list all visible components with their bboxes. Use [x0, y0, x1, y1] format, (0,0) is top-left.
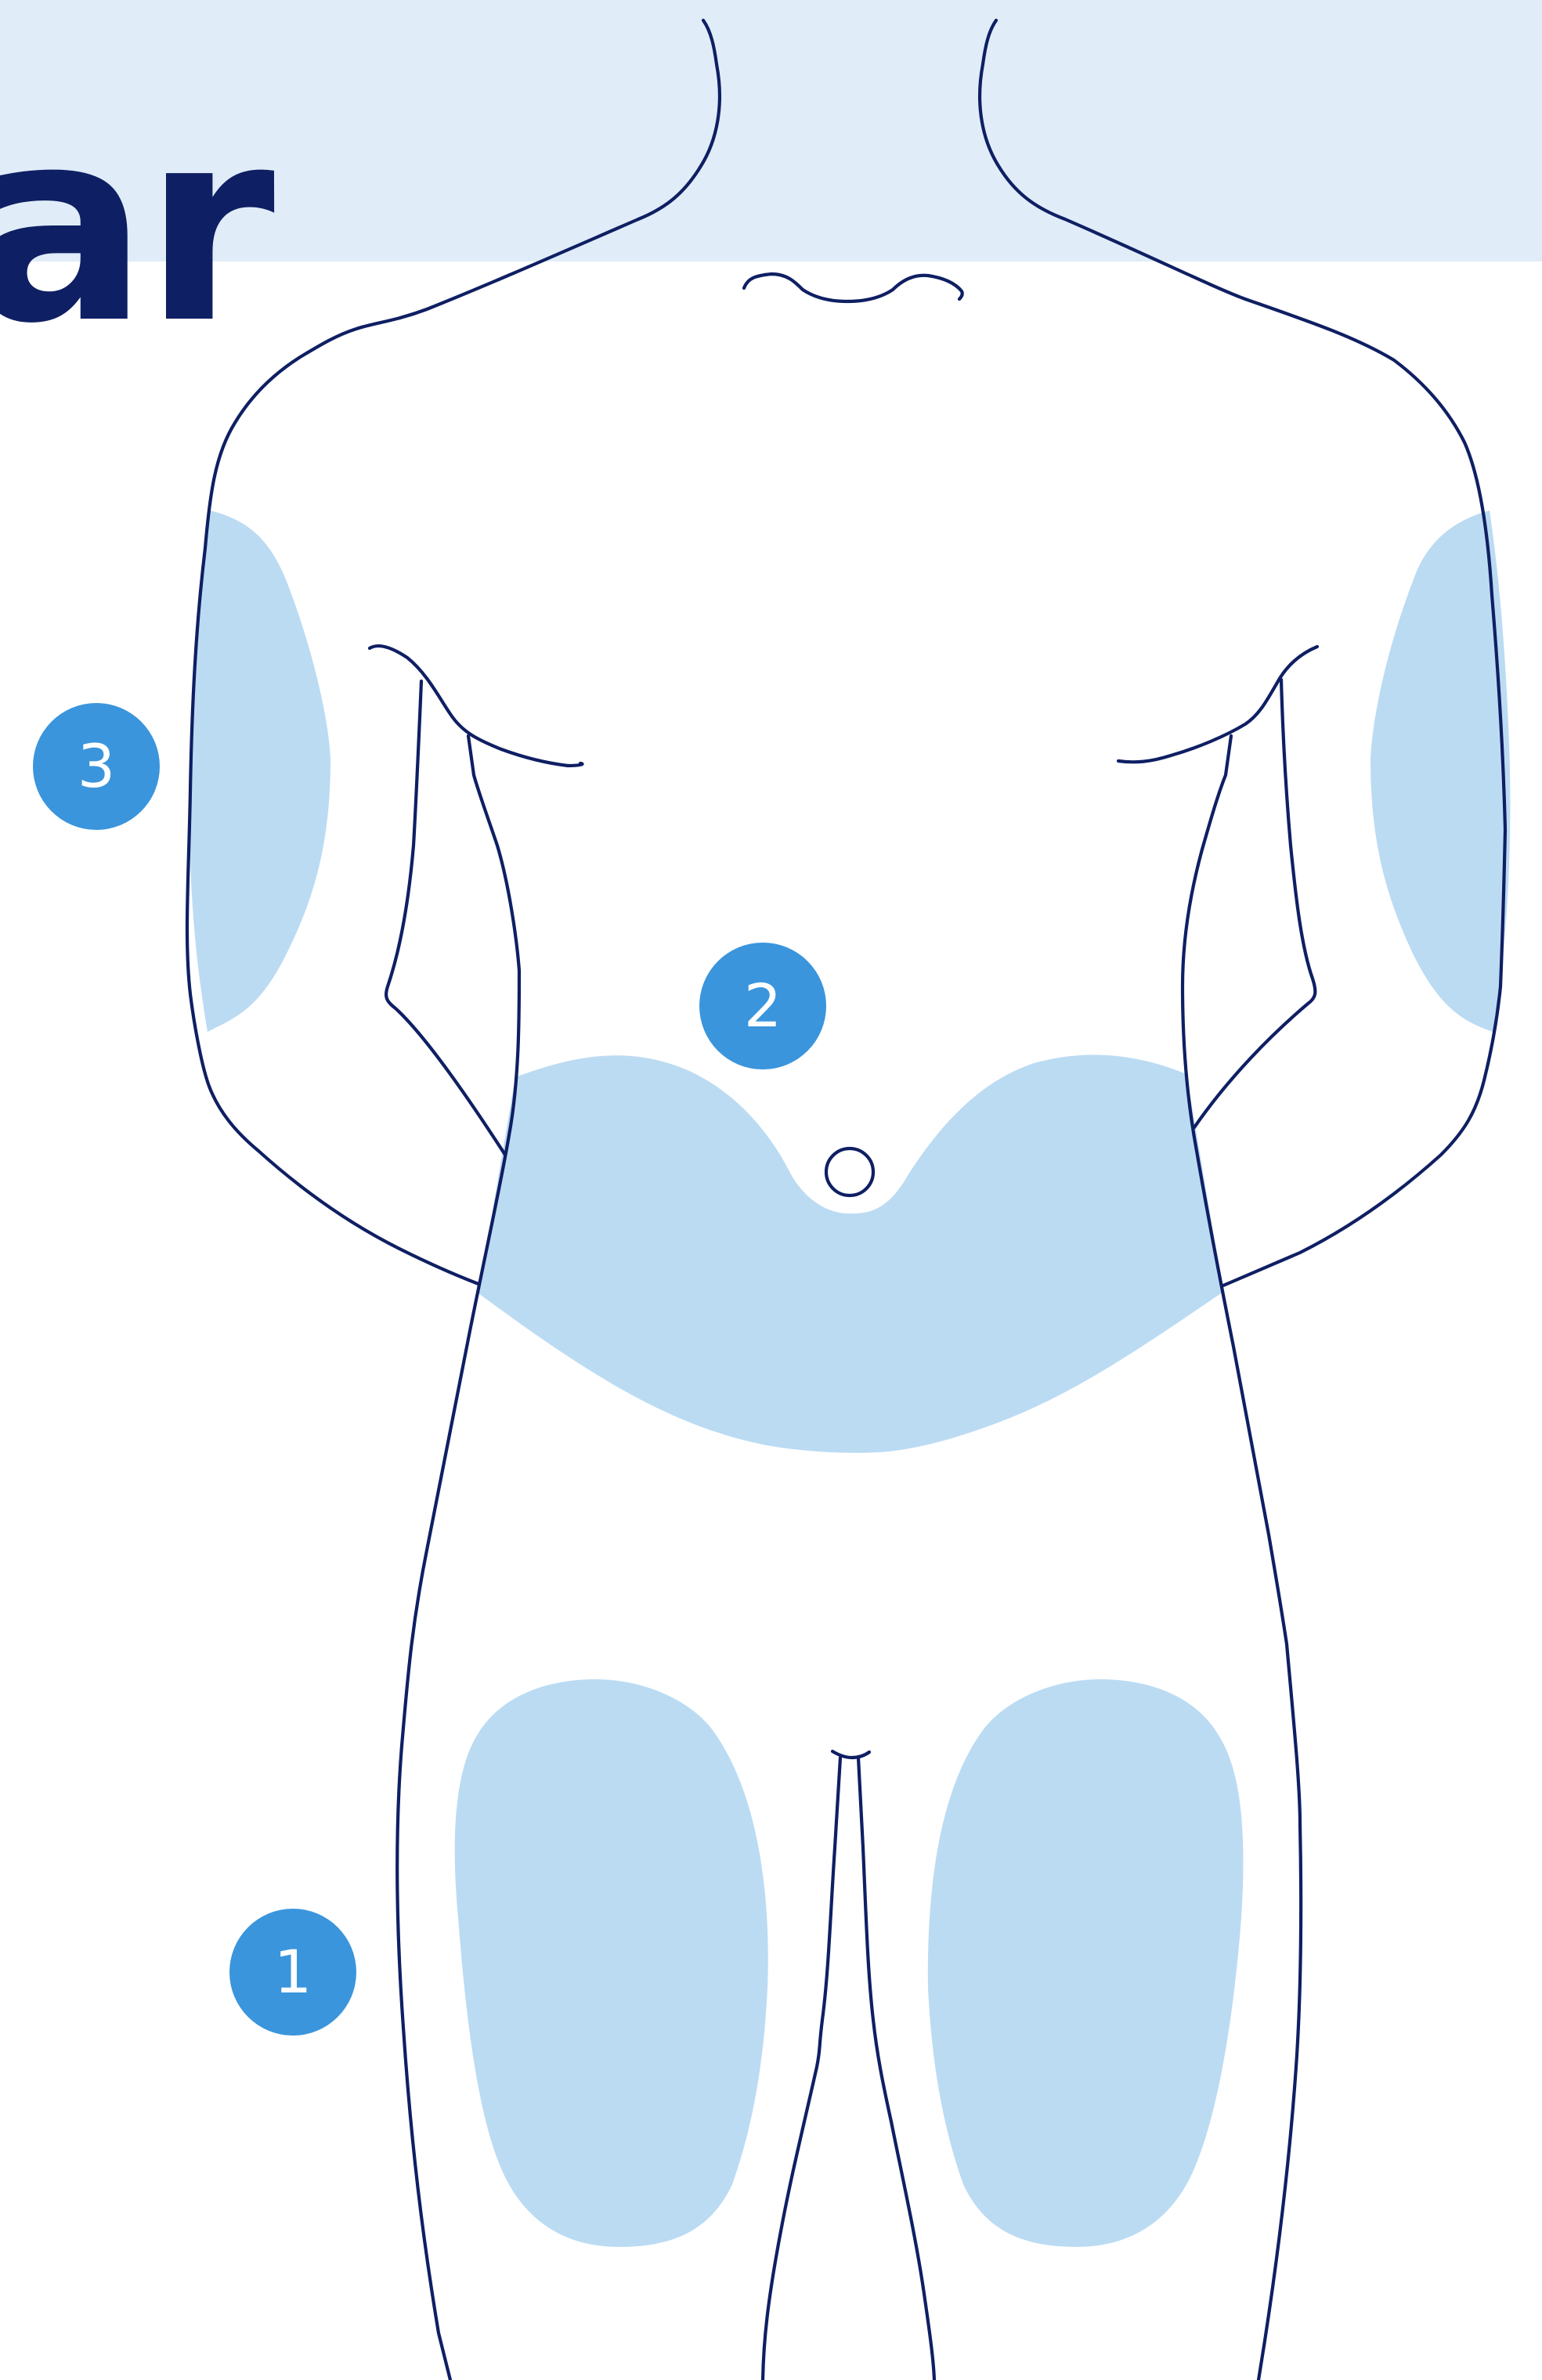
site-number-badge: 3: [33, 703, 160, 830]
outline-collarbone: [744, 274, 962, 301]
site-number-badge: 2: [699, 943, 826, 1069]
zone-thigh-left: [455, 1679, 768, 2247]
body-outline: [187, 20, 1505, 2380]
zone-thigh-right: [928, 1679, 1244, 2247]
outline-inner-arm-left: [386, 681, 505, 1155]
outline-crotch: [832, 1751, 869, 1758]
outline-inner-leg-left: [763, 1758, 840, 2380]
site-number-badge: 1: [229, 1909, 356, 2036]
outline-forearm-left: [210, 1088, 478, 1284]
navel: [826, 1149, 873, 1195]
zone-abdomen: [478, 1055, 1223, 1452]
outline-armpit-right: [1118, 647, 1317, 762]
zone-upper-arm-right: [1370, 510, 1510, 1032]
outline-inner-arm-right: [1194, 680, 1315, 1127]
outline-inner-leg-right: [858, 1758, 934, 2380]
zone-upper-arm-left: [190, 510, 330, 1032]
injection-zones: [190, 510, 1510, 2247]
outline-armpit-left: [370, 646, 583, 766]
outline-forearm-right: [1223, 1080, 1484, 1286]
